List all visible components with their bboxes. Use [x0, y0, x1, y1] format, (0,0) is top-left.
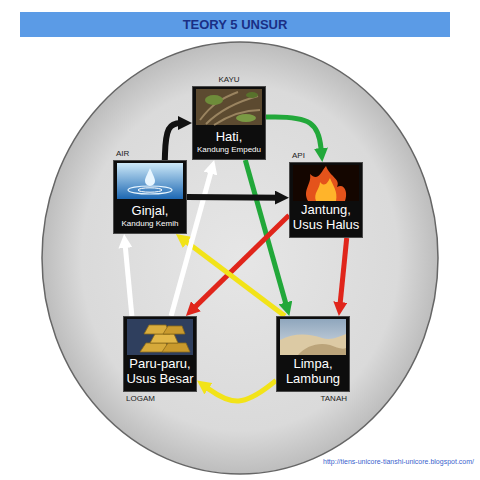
moss-patch — [236, 114, 256, 122]
element-box: Paru-paru, Usus BesarLOGAM — [123, 316, 197, 392]
cycle-arrow — [204, 381, 276, 401]
wood-ground — [196, 89, 262, 125]
grey-ellipse — [42, 42, 438, 474]
cycle-arrow — [266, 117, 322, 154]
earth-picture — [280, 319, 346, 355]
cycle-arrow — [165, 123, 184, 160]
organ-subtitle: Kandung Kemih — [116, 219, 184, 229]
organ-name: Ginjal, — [116, 204, 184, 219]
organ-name: Limpa, Lambung — [279, 357, 347, 387]
organ-name: Hati, — [195, 130, 263, 145]
element-name: LOGAM — [126, 394, 155, 404]
watermark: http://tiens-unicore-tianshi-unicore.blo… — [323, 458, 474, 465]
organ-name: Paru-paru, Usus Besar — [126, 357, 194, 387]
gold-bar — [163, 326, 185, 334]
gold-bar — [144, 325, 170, 334]
fire-picture — [293, 165, 359, 201]
element-box: KAYUHati,Kandung Empedu — [192, 86, 266, 160]
wood-picture — [196, 89, 262, 125]
element-name: TANAH — [320, 394, 347, 404]
element-name: KAYU — [193, 75, 265, 85]
cycle-arrow — [187, 194, 281, 201]
element-box: AIRGinjal,Kandung Kemih — [113, 160, 187, 234]
sand-dune — [280, 334, 346, 355]
title-bar: TEORY 5 UNSUR — [20, 12, 450, 37]
cycle-arrow — [340, 238, 347, 308]
organ-subtitle: Kandung Empedu — [195, 145, 263, 155]
water-drop — [145, 168, 155, 186]
element-name: API — [292, 151, 305, 161]
wood-grain — [200, 92, 260, 125]
cycle-arrow — [182, 239, 285, 316]
fire-ground — [293, 165, 359, 201]
gold-bar — [140, 343, 170, 352]
water-ground — [117, 163, 183, 199]
water-ripple — [138, 188, 162, 192]
dune-shadow — [298, 344, 346, 355]
moss-patch — [205, 95, 223, 105]
flame-outer — [306, 166, 346, 201]
organ-name: Jantung, Usus Halus — [292, 203, 360, 233]
sky-ground — [280, 319, 346, 355]
element-box: APIJantung, Usus Halus — [289, 162, 363, 238]
element-name: AIR — [116, 149, 129, 159]
diagram-title: TEORY 5 UNSUR — [183, 17, 288, 32]
metal-picture — [127, 319, 193, 355]
flame-inner — [315, 178, 336, 201]
moss-patch — [246, 92, 258, 98]
gold-bar — [162, 343, 190, 352]
metal-ground — [127, 319, 193, 355]
element-box: Limpa, LambungTANAH — [276, 316, 350, 392]
water-ripple — [128, 186, 172, 194]
gold-bar — [150, 334, 178, 343]
cycle-arrow — [192, 215, 289, 310]
cycle-arrow — [125, 242, 132, 316]
water-picture — [117, 163, 183, 199]
